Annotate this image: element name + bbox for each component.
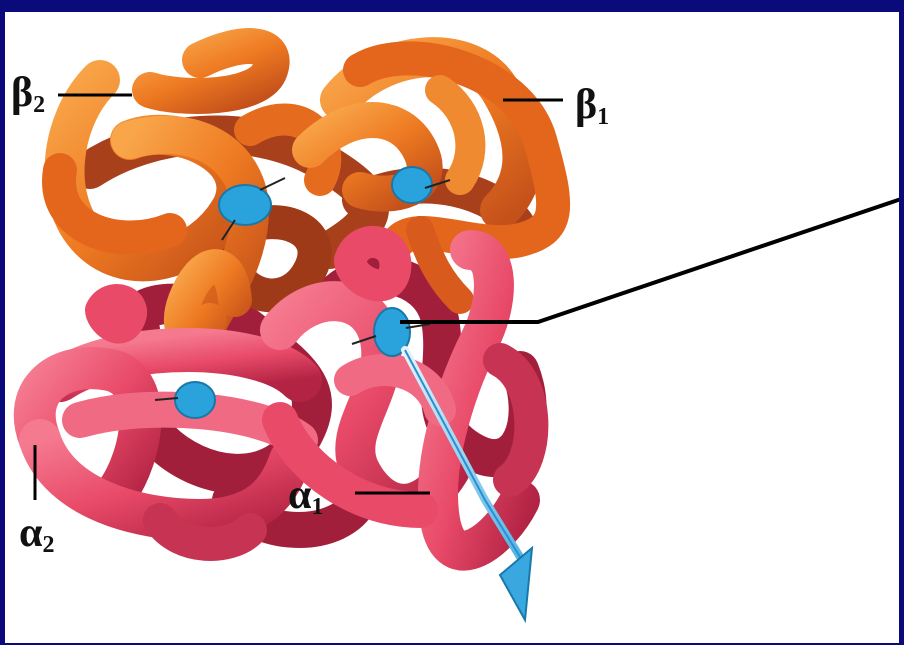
alpha2-symbol: α [19, 510, 42, 556]
beta2-symbol: β [11, 70, 33, 116]
beta1-symbol: β [575, 82, 597, 128]
alpha1-subscript: 1 [311, 494, 323, 520]
alpha2-subscript: 2 [42, 532, 54, 558]
label-beta1: β1 [575, 84, 609, 129]
label-alpha1: α1 [288, 474, 323, 519]
beta1-subscript: 1 [597, 104, 609, 130]
label-alpha2: α2 [19, 512, 54, 557]
alpha1-symbol: α [288, 472, 311, 518]
label-beta2: β2 [11, 72, 45, 117]
beta2-subscript: 2 [33, 92, 45, 118]
